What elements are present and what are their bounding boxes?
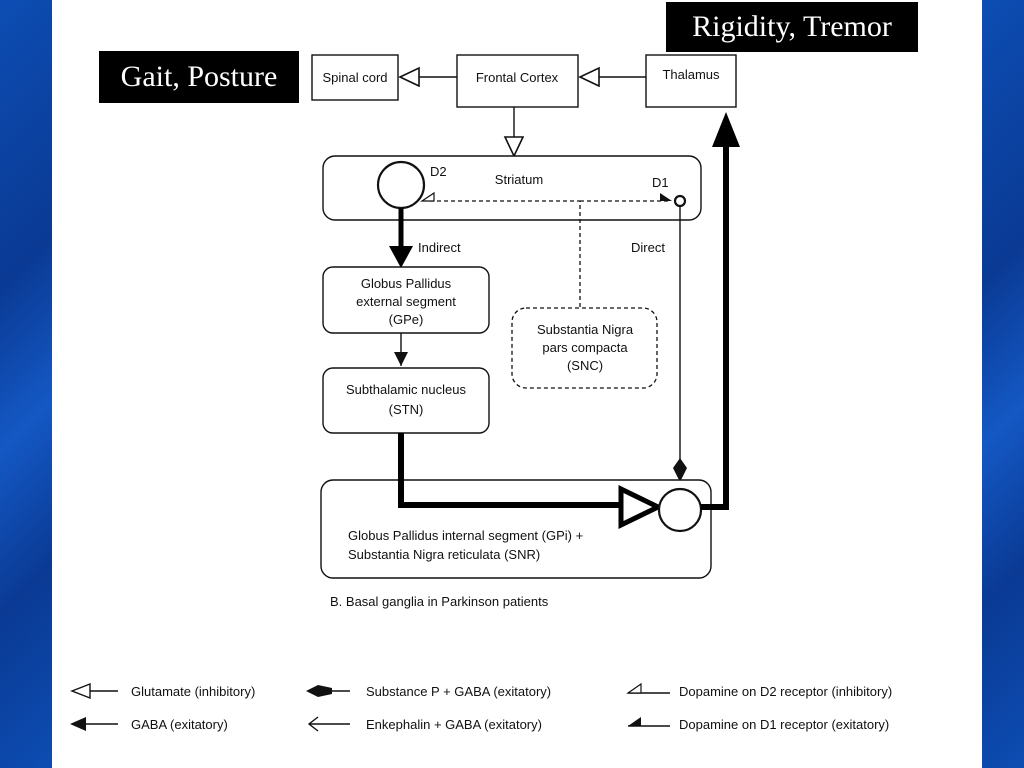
gpi-label-line-2: Substantia Nigra reticulata (SNR) bbox=[348, 547, 540, 562]
d1-neuron-circle bbox=[673, 194, 687, 208]
d2-receptor-arrowhead bbox=[420, 191, 435, 202]
legend-item-d1: Dopamine on D1 receptor (exitatory) bbox=[628, 717, 889, 732]
open-triangle-icon bbox=[70, 682, 91, 700]
filled-triangle-icon bbox=[70, 717, 86, 731]
stn-node: Subthalamic nucleus (STN) bbox=[322, 367, 490, 434]
stn-label-line-2: (STN) bbox=[389, 402, 424, 417]
rigidity-tremor-callout: Rigidity, Tremor bbox=[666, 2, 918, 52]
gpi-to-thalamus-pathway bbox=[701, 138, 729, 510]
snc-label-line-3: (SNC) bbox=[567, 358, 603, 373]
d2-neuron-circle bbox=[376, 160, 426, 210]
line-arrowhead-icon bbox=[307, 716, 319, 732]
stn-to-gpi-pathway bbox=[398, 433, 625, 508]
gpi-snr-node: Globus Pallidus internal segment (GPi) +… bbox=[320, 479, 712, 579]
diamond-icon bbox=[306, 685, 332, 697]
gpi-label-line-1: Globus Pallidus internal segment (GPi) + bbox=[348, 528, 583, 543]
gpe-label-line-1: Globus Pallidus bbox=[361, 276, 452, 291]
d1-receptor-arrowhead bbox=[660, 193, 672, 201]
legend-item-glutamate: Glutamate (inhibitory) bbox=[70, 682, 255, 700]
stn-to-gpi-open-arrowhead bbox=[618, 485, 664, 529]
thalamus-node: Thalamus bbox=[645, 54, 737, 108]
stn-label-line-1: Subthalamic nucleus bbox=[346, 382, 466, 397]
rigidity-tremor-text: Rigidity, Tremor bbox=[692, 10, 892, 43]
snc-node: Substantia Nigra pars compacta (SNC) bbox=[511, 307, 658, 389]
spinal-cord-label: Spinal cord bbox=[322, 70, 387, 85]
legend-label-d1: Dopamine on D1 receptor (exitatory) bbox=[679, 717, 889, 732]
legend-item-gaba: GABA (exitatory) bbox=[70, 717, 228, 732]
striatum-node: Striatum D2 D1 bbox=[322, 155, 702, 221]
left-background-band bbox=[0, 0, 52, 768]
frontal-cortex-node: Frontal Cortex bbox=[456, 54, 579, 108]
d1-label: D1 bbox=[652, 175, 669, 190]
gpe-label-line-3: (GPe) bbox=[389, 312, 424, 327]
frontal-cortex-label: Frontal Cortex bbox=[476, 70, 559, 85]
legend-label-substance-p: Substance P + GABA (exitatory) bbox=[366, 684, 551, 699]
indirect-pathway-arrowhead bbox=[389, 246, 413, 268]
direct-label: Direct bbox=[631, 240, 665, 255]
gpi-neuron-circle bbox=[657, 487, 703, 533]
legend-label-d2: Dopamine on D2 receptor (inhibitory) bbox=[679, 684, 892, 699]
thalamus-label: Thalamus bbox=[662, 67, 720, 82]
legend-label-gaba: GABA (exitatory) bbox=[131, 717, 228, 732]
gpi-to-thalamus-arrowhead bbox=[712, 112, 740, 147]
snc-label-line-1: Substantia Nigra bbox=[537, 322, 634, 337]
legend-item-substance-p: Substance P + GABA (exitatory) bbox=[306, 684, 551, 699]
gait-posture-text: Gait, Posture bbox=[120, 60, 278, 93]
legend-label-glutamate: Glutamate (inhibitory) bbox=[131, 684, 255, 699]
half-open-triangle-icon bbox=[626, 682, 642, 694]
substance-p-diamond-arrowhead bbox=[673, 458, 687, 482]
gpe-label-line-2: external segment bbox=[356, 294, 456, 309]
half-filled-triangle-icon bbox=[628, 717, 641, 726]
diagram-caption: B. Basal ganglia in Parkinson patients bbox=[330, 594, 549, 609]
right-background-band bbox=[982, 0, 1024, 768]
snc-label-line-2: pars compacta bbox=[542, 340, 628, 355]
indirect-label: Indirect bbox=[418, 240, 461, 255]
striatum-label: Striatum bbox=[495, 172, 543, 187]
legend-item-enkephalin: Enkephalin + GABA (exitatory) bbox=[307, 716, 542, 732]
legend: Glutamate (inhibitory) Substance P + GAB… bbox=[70, 682, 892, 732]
gait-posture-callout: Gait, Posture bbox=[99, 51, 299, 103]
legend-item-d2: Dopamine on D2 receptor (inhibitory) bbox=[626, 682, 892, 699]
gpe-node: Globus Pallidus external segment (GPe) bbox=[322, 266, 490, 334]
d2-label: D2 bbox=[430, 164, 447, 179]
legend-label-enkephalin: Enkephalin + GABA (exitatory) bbox=[366, 717, 542, 732]
spinal-cord-node: Spinal cord bbox=[311, 54, 399, 101]
